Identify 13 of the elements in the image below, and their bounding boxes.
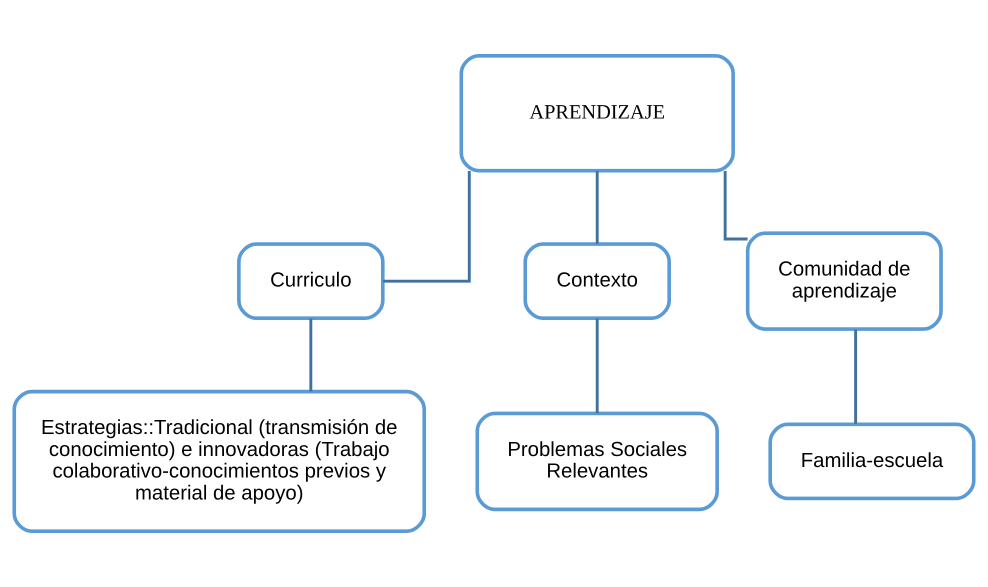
connector — [383, 171, 471, 283]
node-box: Familia-escuela — [768, 422, 976, 500]
node-box: Problemas Sociales Relevantes — [475, 412, 719, 512]
node-box: Comunidad de aprendizaje — [746, 231, 943, 331]
node-box: Estrategias::Tradicional (transmisión de conocimiento) e innovadoras (Trabajo colaborativo-conocimientos previos y material de apoyo) — [12, 390, 426, 533]
node-box: Curriculo — [237, 242, 385, 320]
connector — [309, 318, 312, 392]
connector — [596, 171, 599, 244]
connector — [724, 170, 748, 240]
connector — [854, 329, 858, 424]
connector — [596, 318, 599, 414]
node-box: APRENDIZAJE — [459, 54, 735, 172]
node-box: Contexto — [523, 242, 671, 320]
